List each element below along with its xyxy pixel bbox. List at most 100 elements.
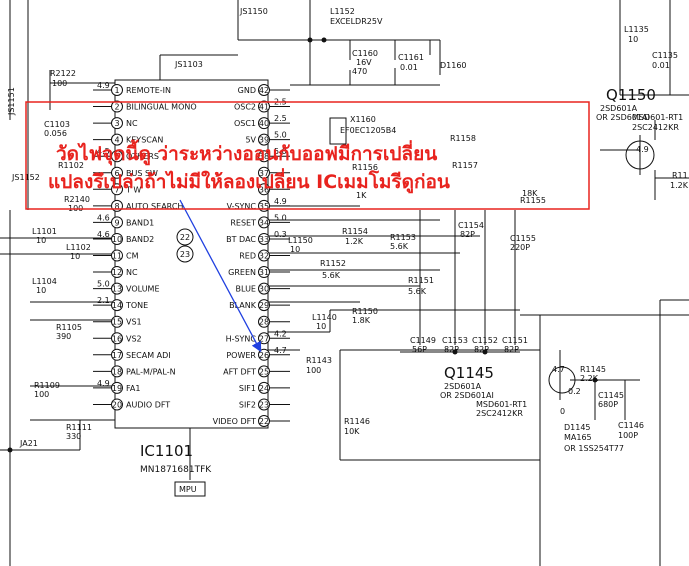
pin-name: SIF1	[239, 384, 256, 393]
ic-pin: 4 KEYSCAN	[93, 133, 163, 146]
svg-text:C1152: C1152	[472, 336, 498, 345]
pin-name: NC	[126, 268, 138, 277]
svg-text:MSD601-RT1: MSD601-RT1	[632, 113, 683, 122]
pin-number: 32	[259, 252, 269, 261]
svg-text:C1135: C1135	[652, 51, 678, 60]
pointer-arrow	[179, 199, 262, 353]
pin-name: BILINGUAL MONO	[126, 103, 197, 112]
pin-name: TONE	[125, 301, 148, 310]
svg-text:0: 0	[560, 407, 565, 416]
svg-text:82P: 82P	[474, 345, 489, 354]
svg-text:2.2K: 2.2K	[580, 374, 599, 383]
pin-number: 22	[259, 417, 269, 426]
svg-text:1.8K: 1.8K	[352, 316, 371, 325]
pin-number: 40	[259, 119, 269, 128]
pin-name: OSC1	[234, 119, 256, 128]
svg-text:2SC2412KR: 2SC2412KR	[632, 123, 679, 132]
svg-text:R1157: R1157	[452, 161, 478, 170]
pin-number: 42	[259, 86, 269, 95]
pin-number: 18	[112, 367, 122, 376]
svg-text:10: 10	[316, 322, 326, 331]
annotation-line1: วัดไฟจุดนี้ดู ว่าระหว่างออนกับออฟมีการเป…	[56, 139, 437, 166]
pin-voltage: 4.5	[97, 147, 110, 156]
pin-number: 9	[114, 218, 119, 227]
svg-text:4.7: 4.7	[552, 365, 565, 374]
svg-text:R1105: R1105	[56, 323, 82, 332]
pin-number: 35	[259, 202, 269, 211]
pin-name: KEYSCAN	[126, 136, 163, 145]
pin-number: 2	[114, 103, 119, 112]
pin-voltage: 4.9	[97, 81, 110, 90]
pin-number: 26	[259, 351, 269, 360]
pin-number: 24	[259, 384, 269, 393]
pin-voltage: 4.2	[274, 329, 287, 338]
svg-text:2SD601A: 2SD601A	[600, 104, 638, 113]
ref22-circle	[176, 228, 194, 246]
svg-text:10: 10	[36, 236, 46, 245]
svg-text:5.6K: 5.6K	[390, 242, 409, 251]
svg-text:100: 100	[34, 390, 49, 399]
pin-voltage: 4.7	[274, 346, 287, 355]
pin-number: 34	[259, 218, 269, 227]
pin-name: SIF2	[239, 400, 256, 409]
svg-text:10: 10	[628, 35, 638, 44]
pin-name: CM	[126, 252, 139, 261]
pin-name: GND	[238, 86, 256, 95]
ic-pin: 385.0	[258, 147, 290, 163]
svg-text:OR 1SS254T77: OR 1SS254T77	[564, 444, 624, 453]
pin-number: 19	[112, 384, 122, 393]
svg-text:L1152: L1152	[330, 7, 355, 16]
svg-text:L1104: L1104	[32, 277, 57, 286]
js1150-label: JS1150	[239, 7, 268, 16]
pin-name: PAL-M/PAL-N	[126, 367, 176, 376]
pin-name: VS2	[126, 334, 142, 343]
q1150-symbol	[625, 140, 655, 170]
pin-number: 37	[259, 169, 269, 178]
pin-name: H-SYNC	[226, 334, 257, 343]
ref23: 23	[180, 250, 190, 259]
svg-text:R1156: R1156	[352, 163, 378, 172]
svg-text:OR 2SD601AI: OR 2SD601AI	[596, 113, 650, 122]
annotation-box	[25, 101, 590, 210]
pin-voltage: 5.0	[274, 131, 287, 140]
svg-text:1.2K: 1.2K	[670, 181, 689, 190]
pin-name: BLANK	[229, 301, 257, 310]
ja21-label: JA21	[19, 439, 38, 448]
svg-text:C1154: C1154	[458, 221, 484, 230]
svg-text:680P: 680P	[598, 400, 618, 409]
pin-name: AUDIO DFT	[126, 400, 170, 409]
ic-tag-box	[174, 481, 206, 497]
junctions	[7, 37, 598, 453]
pin-number: 8	[114, 202, 119, 211]
pin-name: 5V	[245, 136, 256, 145]
svg-text:18K: 18K	[522, 189, 538, 198]
pin-voltage: 5.0	[274, 213, 287, 222]
svg-text:220P: 220P	[510, 243, 530, 252]
pin-name: FA1	[126, 384, 140, 393]
svg-text:R1143: R1143	[306, 356, 332, 365]
js1103-label: JS1103	[174, 60, 203, 69]
svg-text:Q1150: Q1150	[606, 86, 656, 104]
svg-text:1.2K: 1.2K	[345, 237, 364, 246]
svg-text:2SD601A: 2SD601A	[444, 382, 482, 391]
svg-text:16V: 16V	[356, 58, 372, 67]
svg-text:OR 2SD601AI: OR 2SD601AI	[440, 391, 494, 400]
pin-name: SECAM ADI	[126, 351, 171, 360]
pin-name: BT DAC	[226, 235, 256, 244]
pin-name: VS1	[126, 318, 142, 327]
pin-number: 13	[112, 285, 122, 294]
svg-text:R1158: R1158	[450, 134, 476, 143]
pin-number: 4	[114, 136, 119, 145]
q1145-symbol	[548, 366, 576, 394]
svg-text:R1155: R1155	[520, 196, 546, 205]
svg-text:R1153: R1153	[390, 233, 416, 242]
svg-text:R1102: R1102	[58, 161, 84, 170]
